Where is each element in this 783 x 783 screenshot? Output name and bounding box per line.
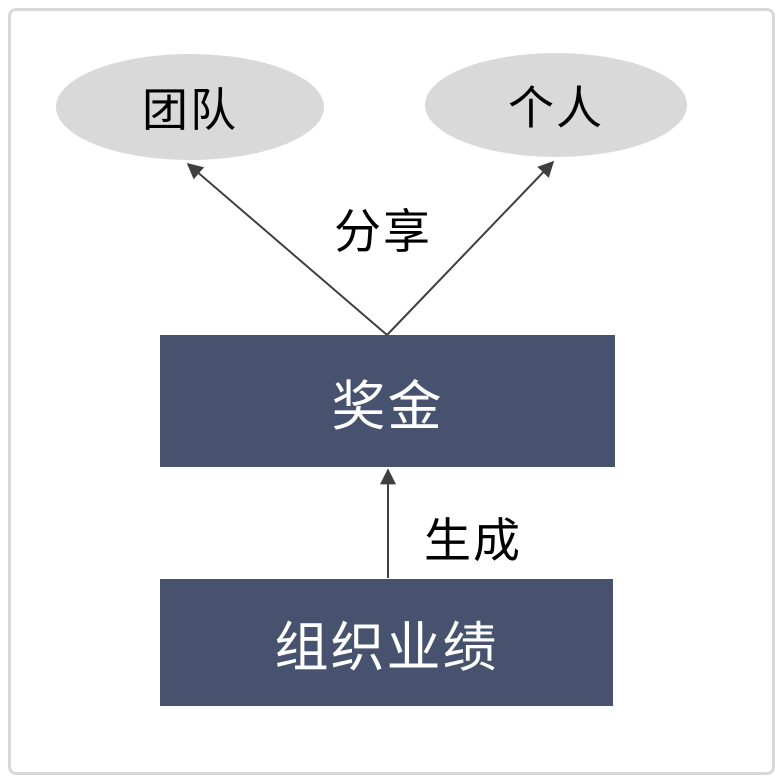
node-bonus: 奖金: [160, 335, 615, 467]
node-org-performance: 组织业绩: [160, 579, 613, 706]
node-individual-label: 个人: [508, 82, 604, 134]
edge-label-share: 分享: [334, 205, 432, 258]
edge-label-generate: 生成: [424, 514, 522, 567]
node-team-label: 团队: [142, 84, 238, 136]
node-team: 团队: [56, 54, 324, 160]
node-org-performance-label: 组织业绩: [274, 618, 499, 678]
node-bonus-label: 奖金: [331, 376, 444, 437]
node-individual: 个人: [425, 53, 687, 157]
